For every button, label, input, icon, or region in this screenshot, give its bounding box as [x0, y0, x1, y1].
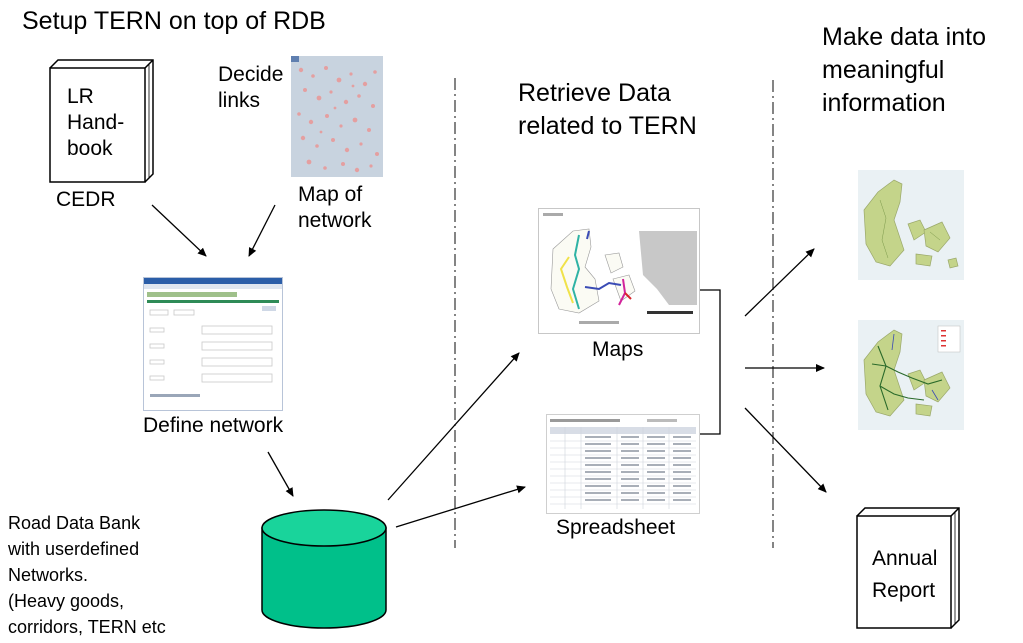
road-data-bank-line4: (Heavy goods,: [8, 591, 125, 611]
annual-report-line2: Report: [872, 579, 936, 602]
network-map-caption-line1: Map of: [298, 183, 363, 206]
maps-caption: Maps: [592, 338, 644, 361]
section-title-make-line3: information: [822, 89, 946, 117]
annual-report-book-icon: [856, 507, 960, 629]
arrow-handbook-to-define: [151, 204, 207, 257]
annual-report-line1: Annual: [872, 547, 938, 570]
decide-links-line2: links: [218, 89, 261, 112]
arrow-database-to-maps: [387, 352, 520, 501]
spreadsheet-caption: Spreadsheet: [556, 516, 676, 539]
database-cylinder-icon: [261, 509, 387, 629]
define-network-screenshot: [143, 277, 283, 411]
handbook-book-icon: [49, 59, 154, 183]
denmark-map-1: [858, 170, 964, 280]
handbook-line1: LR: [67, 85, 94, 108]
arrow-to-map-1: [744, 248, 815, 317]
section-title-make-line1: Make data into: [822, 23, 986, 51]
arrow-database-to-spreadsheet: [395, 485, 526, 528]
road-data-bank-line3: Networks.: [8, 565, 89, 585]
bracket-connector: [698, 289, 721, 435]
handbook-line3: book: [67, 137, 113, 160]
section-title-make-line2: meaningful: [822, 56, 945, 84]
arrow-to-annual-report: [744, 407, 827, 493]
spreadsheet-screenshot: [546, 414, 700, 514]
handbook-caption: CEDR: [56, 188, 116, 211]
handbook-line2: Hand-: [67, 111, 125, 134]
section-title-retrieve-line2: related to TERN: [518, 112, 697, 140]
network-map-photo: [291, 56, 383, 177]
denmark-map-2: [858, 320, 964, 430]
maps-screenshot: [538, 208, 700, 334]
road-data-bank-line2: with userdefined: [8, 539, 140, 559]
arrow-map-to-define: [248, 204, 276, 257]
section-title-setup: Setup TERN on top of RDB: [22, 7, 326, 35]
define-network-caption: Define network: [143, 414, 284, 437]
decide-links-line1: Decide: [218, 63, 284, 86]
road-data-bank-line1: Road Data Bank: [8, 513, 141, 533]
road-data-bank-line5: corridors, TERN etc: [8, 617, 166, 637]
section-title-retrieve-line1: Retrieve Data: [518, 79, 671, 107]
network-map-caption-line2: network: [298, 209, 372, 232]
arrow-define-to-database: [267, 451, 294, 497]
